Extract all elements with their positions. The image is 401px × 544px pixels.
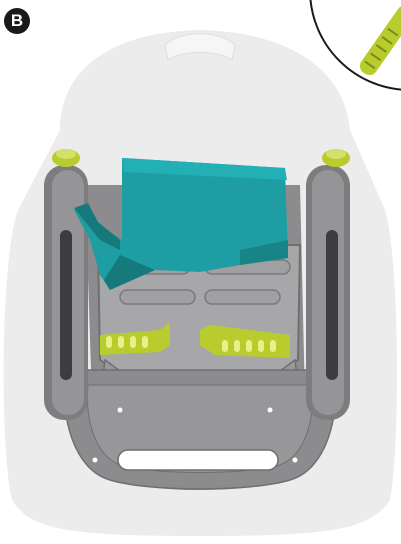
- left-side-rail: [44, 149, 88, 420]
- base-carry-opening: [118, 450, 278, 470]
- step-label: B: [11, 11, 23, 31]
- right-side-rail: [306, 149, 350, 420]
- step-badge-icon: B: [4, 8, 30, 34]
